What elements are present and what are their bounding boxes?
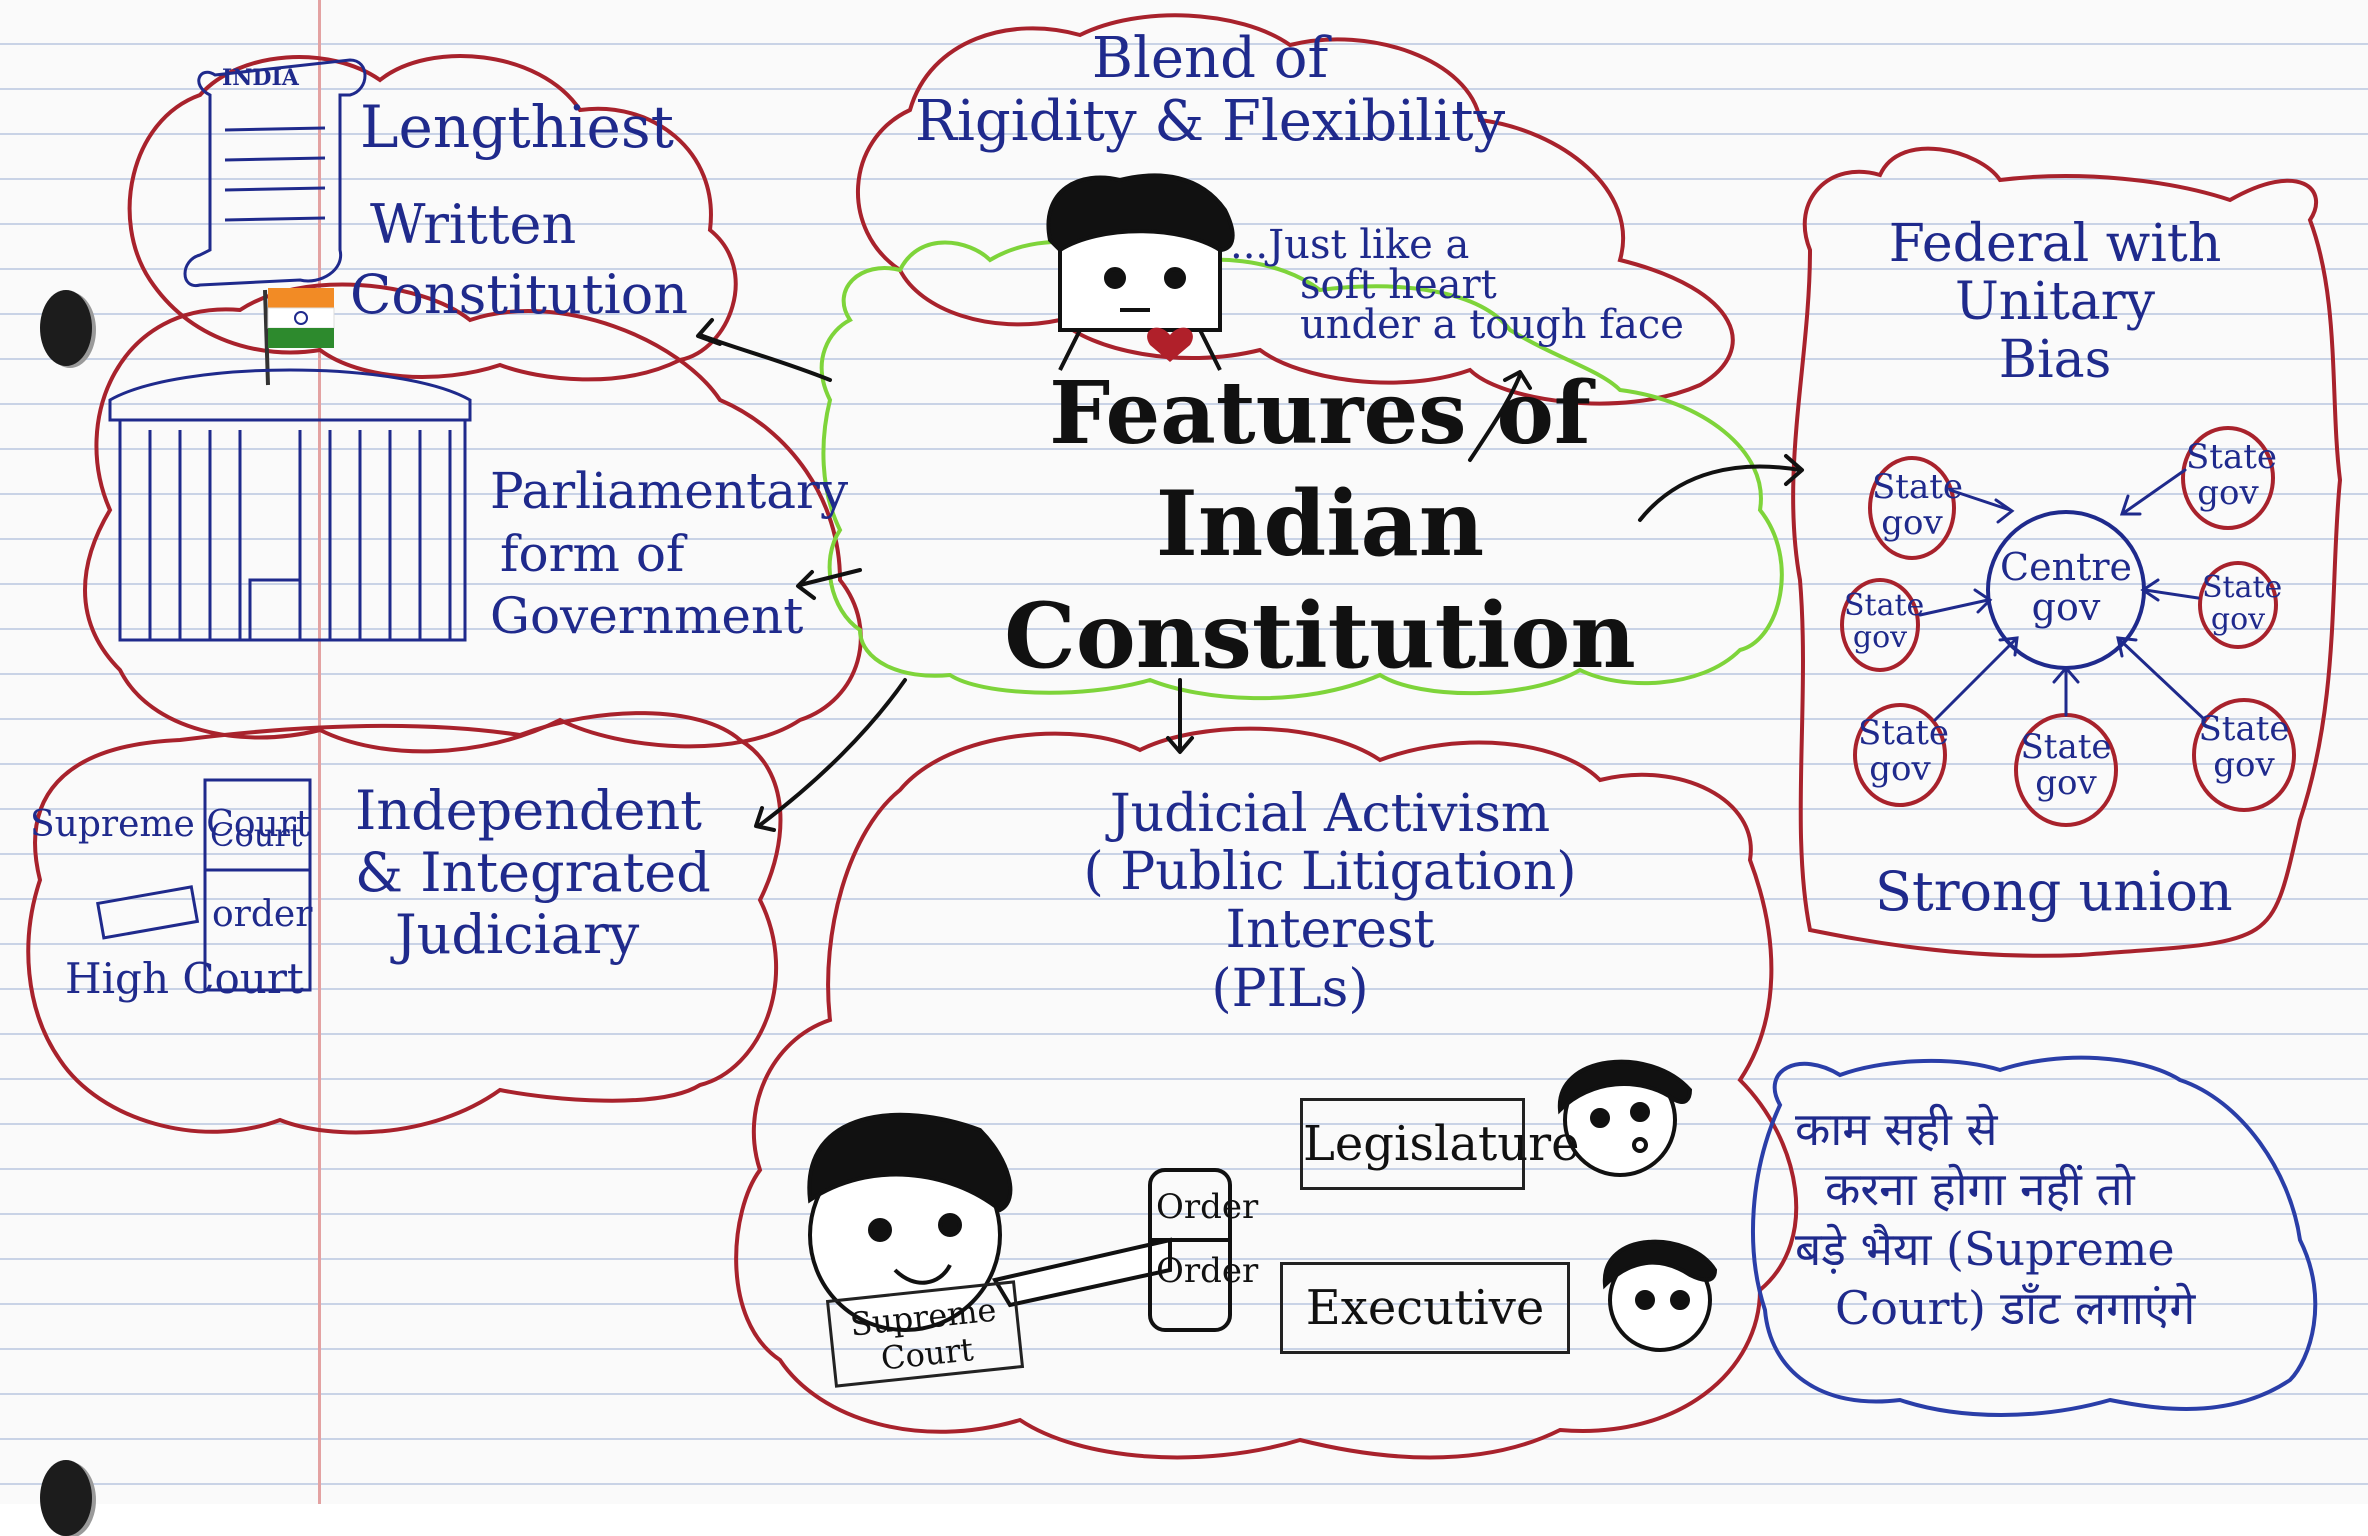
- rigidity-line-1: Blend of: [1091, 26, 1329, 91]
- federal-line-3: Bias: [1998, 330, 2112, 391]
- rigidity-note-3: under a tough face: [1300, 302, 1684, 348]
- state-circle: [1868, 456, 1956, 560]
- judiciary-line-1: Independent: [355, 779, 702, 842]
- main-title: Features of Indian Constitution: [860, 360, 1780, 693]
- court-book: [203, 778, 312, 992]
- activism-line-4: (PILs): [1211, 958, 1369, 1019]
- state-circle: [1840, 578, 1920, 672]
- activism-drawing: [807, 1059, 1718, 1352]
- parliamentary-line-3: Government: [490, 587, 804, 645]
- federal-line-2: Unitary: [1954, 272, 2156, 333]
- order-label-2: Order: [1156, 1251, 1259, 1291]
- strong-union-label: Strong union: [1875, 860, 2233, 923]
- activism-line-3: Interest: [1225, 900, 1435, 961]
- parliamentary-line-2: form of: [500, 524, 685, 583]
- title-line-2: Indian Constitution: [1004, 470, 1636, 690]
- scroll-icon: [183, 58, 367, 287]
- state-gov-label: State gov: [2020, 727, 2112, 803]
- court-label: Court: [210, 816, 303, 854]
- title-line-1: Features of: [1049, 363, 1591, 464]
- diagram-drawing: [26, 13, 2343, 1460]
- state-gov-label: State gov: [2186, 437, 2278, 513]
- rigidity-note: ...Just like a soft heart under a tough …: [1230, 225, 1684, 345]
- judiciary-text: Independent & Integrated Judiciary: [355, 779, 711, 967]
- rigidity-note-2: soft heart: [1300, 262, 1497, 308]
- order-label-1: Order: [1156, 1187, 1259, 1227]
- activism-line-2: ( Public Litigation): [1083, 842, 1577, 903]
- binder-hole: [40, 290, 92, 366]
- state-circle: [1853, 703, 1947, 807]
- state-circle: [2198, 561, 2278, 649]
- character-icon: [1046, 173, 1235, 371]
- hindi-line-1: काम सही से: [1795, 1102, 1998, 1156]
- state-circle: [2181, 426, 2275, 530]
- federal-heading: Federal with Unitary Bias: [1870, 215, 2240, 390]
- hindi-line-4: Court) डाँट लगाएंगे: [1835, 1281, 2196, 1336]
- judiciary-line-2: & Integrated: [355, 841, 711, 905]
- judiciary-line-3: Judiciary: [395, 903, 640, 967]
- rigidity-line-2: Rigidity & Flexibility: [914, 88, 1506, 154]
- state-gov-label: State gov: [1858, 713, 1950, 789]
- activism-heading: Judicial Activism ( Public Litigation) I…: [1000, 785, 1660, 1018]
- rigidity-heading: Blend of Rigidity & Flexibility: [900, 26, 1520, 154]
- state-circle: [2192, 698, 2296, 812]
- parliamentary-text: Parliamentary form of Government: [490, 460, 848, 648]
- state-gov-label: State gov: [1872, 467, 1964, 543]
- arrow-to-federal: [1638, 464, 1802, 522]
- order-label: order: [212, 894, 313, 935]
- hindi-line-3: बड़े भैया (Supreme: [1795, 1221, 2175, 1276]
- cloud-judiciary: [26, 711, 783, 1135]
- rigidity-note-1: ...Just like a: [1230, 222, 1470, 268]
- arrow-to-parliamentary: [798, 568, 862, 587]
- arrow-to-judiciary: [758, 678, 907, 827]
- federal-line-1: Federal with: [1888, 214, 2222, 274]
- state-gov-label: State gov: [2202, 570, 2283, 637]
- parliamentary-line-1: Parliamentary: [490, 462, 849, 520]
- cloud-activism: [734, 726, 1799, 1460]
- lengthiest-line-2: Written: [370, 193, 577, 256]
- state-gov-label: State gov: [2198, 709, 2290, 785]
- state-gov-label: State gov: [1844, 588, 1925, 655]
- cloud-hindi: [1751, 1055, 2318, 1417]
- cloud-lengthiest: [127, 54, 738, 382]
- cloud-rigidity: [856, 13, 1735, 406]
- lengthiest-line-1: Lengthiest: [360, 93, 674, 161]
- supreme-court-label: Supreme Court: [30, 804, 311, 845]
- hindi-note: काम सही से करना होगा नहीं तो बड़े भैया (…: [1795, 1100, 2195, 1339]
- high-court-label: High Court: [65, 954, 304, 1003]
- margin-line: [318, 0, 321, 1504]
- cloud-title: [819, 239, 1784, 701]
- activism-line-1: Judicial Activism: [1109, 784, 1551, 844]
- executive-box: Executive: [1280, 1262, 1570, 1354]
- hindi-line-2: करना होगा नहीं तो: [1825, 1161, 2135, 1216]
- parliament-icon: [108, 288, 472, 642]
- arrow-to-rigidity: [1468, 373, 1522, 462]
- legislature-box: Legislature: [1300, 1098, 1580, 1190]
- centre-gov-label: Centre gov: [2000, 545, 2132, 629]
- scroll-label: INDIA: [222, 65, 299, 91]
- cloud-federal: [1791, 146, 2343, 958]
- heart-icon: [1147, 327, 1193, 362]
- lengthiest-line-3: Constitution: [350, 263, 689, 326]
